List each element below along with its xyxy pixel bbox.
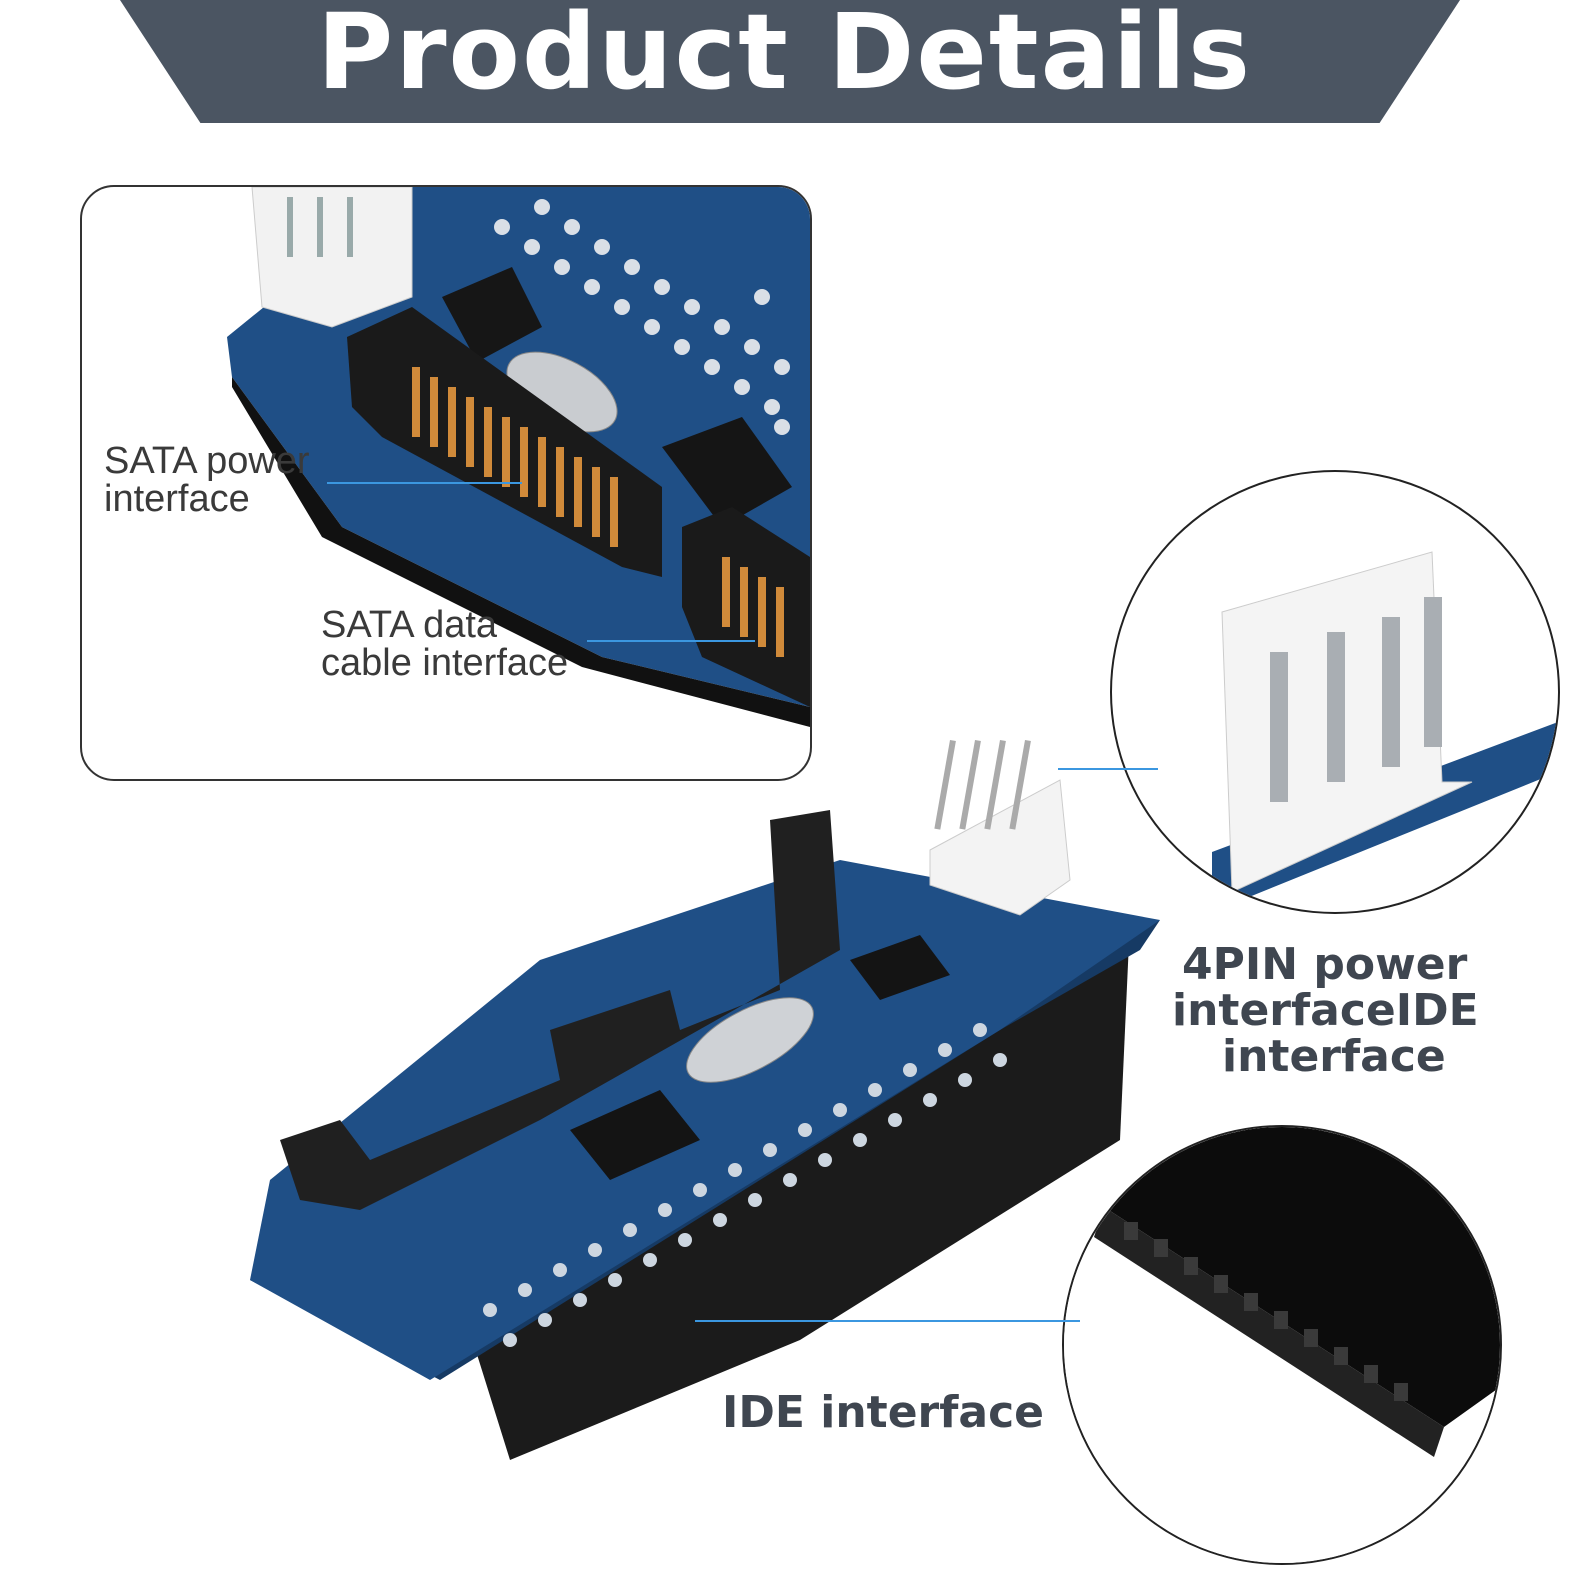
callout-sata-data-line1: SATA data [321,604,498,646]
ide-closeup-circle [1062,1125,1502,1565]
leader-4pin [1058,768,1158,770]
page-title: Product Details [317,0,1252,113]
callout-ide: IDE interface [722,1387,1045,1438]
callout-4pin-line3: interface [1222,1031,1446,1082]
callout-sata-power-line1: SATA power [104,440,310,482]
callout-sata-data-line2: cable interface [321,642,569,684]
4pin-closeup-photo [1212,551,1558,912]
ide-closeup-photo [1064,1127,1500,1563]
ide-sata-adapter-photo [250,739,1160,1460]
leader-sata-data [587,640,755,642]
callout-4pin-line2: interfaceIDE [1172,985,1479,1036]
4pin-closeup-circle [1110,470,1560,914]
callout-4pin-line1: 4PIN power [1182,939,1468,990]
callout-sata-power-line2: interface [104,478,250,520]
leader-ide [695,1320,1080,1322]
leader-sata-power [327,482,522,484]
header-banner [120,0,1460,123]
sata-closeup-photo [227,187,810,727]
